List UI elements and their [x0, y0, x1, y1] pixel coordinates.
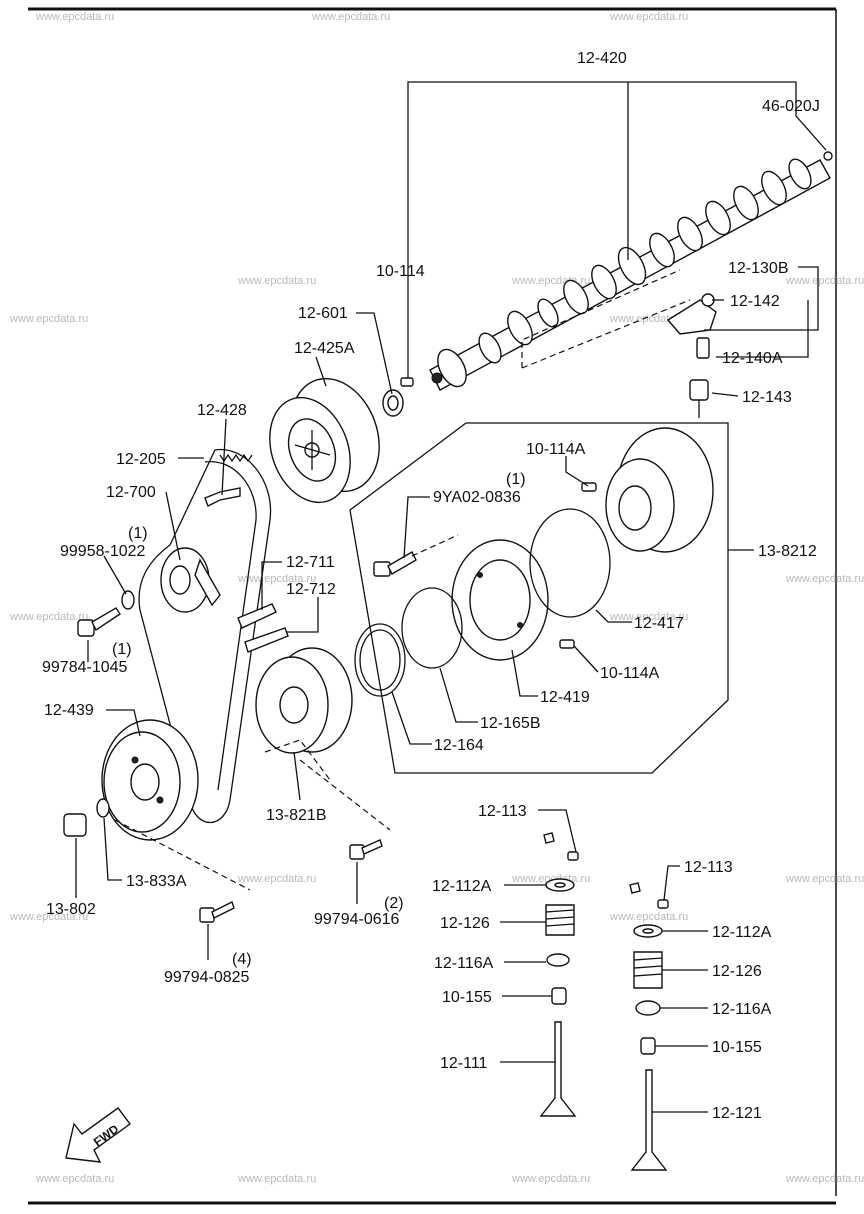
label-99784-qty: (1) [112, 641, 132, 658]
timing-belt [138, 448, 272, 824]
crank-washer [96, 798, 110, 818]
label-12-116a-left: 12-116A [434, 955, 494, 972]
fwd-arrow-icon: FWD [65, 1107, 131, 1163]
watermark: www.epcdata.ru [237, 873, 316, 885]
label-12-419: 12-419 [540, 689, 590, 706]
label-10-114a-bottom: 10-114A [600, 665, 660, 682]
belt-tensioner [160, 547, 221, 613]
label-12-439: 12-439 [44, 702, 94, 719]
cam-sprocket [451, 539, 549, 661]
label-99794-0825: 99794-0825 [164, 969, 250, 986]
label-99958-1022: 99958-1022 [60, 543, 146, 560]
label-99794-0616-qty: (2) [384, 895, 404, 912]
label-12-111: 12-111 [440, 1055, 488, 1072]
leader-lines [75, 81, 827, 1113]
label-12-164: 12-164 [434, 737, 484, 754]
label-12-112a-right: 12-112A [712, 924, 772, 941]
watermark: www.epcdata.ru [237, 1173, 316, 1185]
label-12-700: 12-700 [106, 484, 156, 501]
watermark: www.epcdata.ru [237, 573, 316, 585]
label-99784-1045: 99784-1045 [42, 659, 128, 676]
vvt-assembly-boundary [349, 422, 729, 774]
watermark: www.epcdata.ru [609, 911, 688, 923]
snap-ring [529, 508, 611, 618]
part-labels: 12-420 46-020J 10-114 12-130B 12-142 12-… [42, 50, 820, 1122]
label-10-114: 10-114 [376, 263, 425, 280]
valve-assembly-right [629, 882, 669, 1171]
watermark: www.epcdata.ru [311, 11, 390, 23]
vvt-gear [605, 427, 714, 553]
watermark: www.epcdata.ru [35, 1173, 114, 1185]
watermark: www.epcdata.ru [609, 313, 688, 325]
label-12-601: 12-601 [298, 305, 348, 322]
watermark: www.epcdata.ru [785, 1173, 864, 1185]
label-12-711: 12-711 [286, 554, 335, 571]
watermark: www.epcdata.ru [785, 573, 864, 585]
watermark: www.epcdata.ru [609, 611, 688, 623]
label-12-112a-left: 12-112A [432, 878, 492, 895]
label-12-140a: 12-140A [722, 350, 783, 367]
gasket-12-165b [401, 587, 463, 669]
watermark: www.epcdata.ru [511, 1173, 590, 1185]
watermark: www.epcdata.ru [9, 611, 88, 623]
watermark: www.epcdata.ru [35, 11, 114, 23]
tensioner-spring [237, 603, 277, 629]
label-12-113-right: 12-113 [684, 859, 733, 876]
washer [121, 590, 135, 610]
tensioner-bolt [204, 487, 241, 507]
vvt-bolt [373, 551, 417, 577]
bolt-99784 [77, 607, 121, 637]
watermark: www.epcdata.ru [237, 275, 316, 287]
bolt-99794-0825 [199, 901, 235, 923]
valve-assembly-left [539, 832, 579, 1117]
watermark: www.epcdata.ru [785, 873, 864, 885]
crankshaft-sprocket [255, 647, 353, 754]
label-9ya02-0836: 9YA02-0836 [433, 489, 521, 506]
label-12-113-left: 12-113 [478, 803, 527, 820]
rocker-arm-parts [666, 293, 717, 418]
label-10-155-right: 10-155 [712, 1039, 762, 1056]
label-12-205: 12-205 [116, 451, 166, 468]
bolt-99794-0616 [349, 839, 383, 860]
label-46-020j: 46-020J [762, 98, 820, 115]
spring-pin [244, 627, 289, 653]
label-12-712: 12-712 [286, 581, 336, 598]
label-12-126-left: 12-126 [440, 915, 490, 932]
label-12-116a-right: 12-116A [712, 1001, 772, 1018]
label-12-130b: 12-130B [728, 260, 789, 277]
seal-ring-12-164 [354, 623, 406, 697]
label-12-420: 12-420 [577, 50, 627, 67]
dowel-pin [400, 377, 414, 387]
watermark: www.epcdata.ru [9, 911, 88, 923]
label-13-821b: 13-821B [266, 807, 327, 824]
pin-bottom [559, 639, 575, 649]
camshaft-group-outline [521, 269, 691, 369]
crankshaft-pulley [101, 719, 199, 841]
watermark: www.epcdata.ru [785, 275, 864, 287]
camshaft-pulley [269, 377, 380, 504]
label-13-833a: 13-833A [126, 873, 187, 890]
label-99794-0825-qty: (4) [232, 951, 252, 968]
camshaft [429, 151, 833, 391]
watermark: www.epcdata.ru [9, 313, 88, 325]
label-10-155-left: 10-155 [442, 989, 492, 1006]
label-12-165b: 12-165B [480, 715, 541, 732]
label-12-126-right: 12-126 [712, 963, 762, 980]
label-12-425a: 12-425A [294, 340, 355, 357]
watermark: www.epcdata.ru [609, 11, 688, 23]
label-13-802: 13-802 [46, 901, 96, 918]
label-9ya02-qty: (1) [506, 471, 526, 488]
label-12-121: 12-121 [712, 1105, 762, 1122]
crank-bolt [63, 813, 87, 837]
label-99958-qty: (1) [128, 525, 148, 542]
label-10-114a-top: 10-114A [526, 441, 586, 458]
label-12-417: 12-417 [634, 615, 684, 632]
label-12-143: 12-143 [742, 389, 792, 406]
label-12-428: 12-428 [197, 402, 247, 419]
label-13-8212: 13-8212 [758, 543, 817, 560]
label-12-142: 12-142 [730, 293, 780, 310]
label-99794-0616: 99794-0616 [314, 911, 400, 928]
